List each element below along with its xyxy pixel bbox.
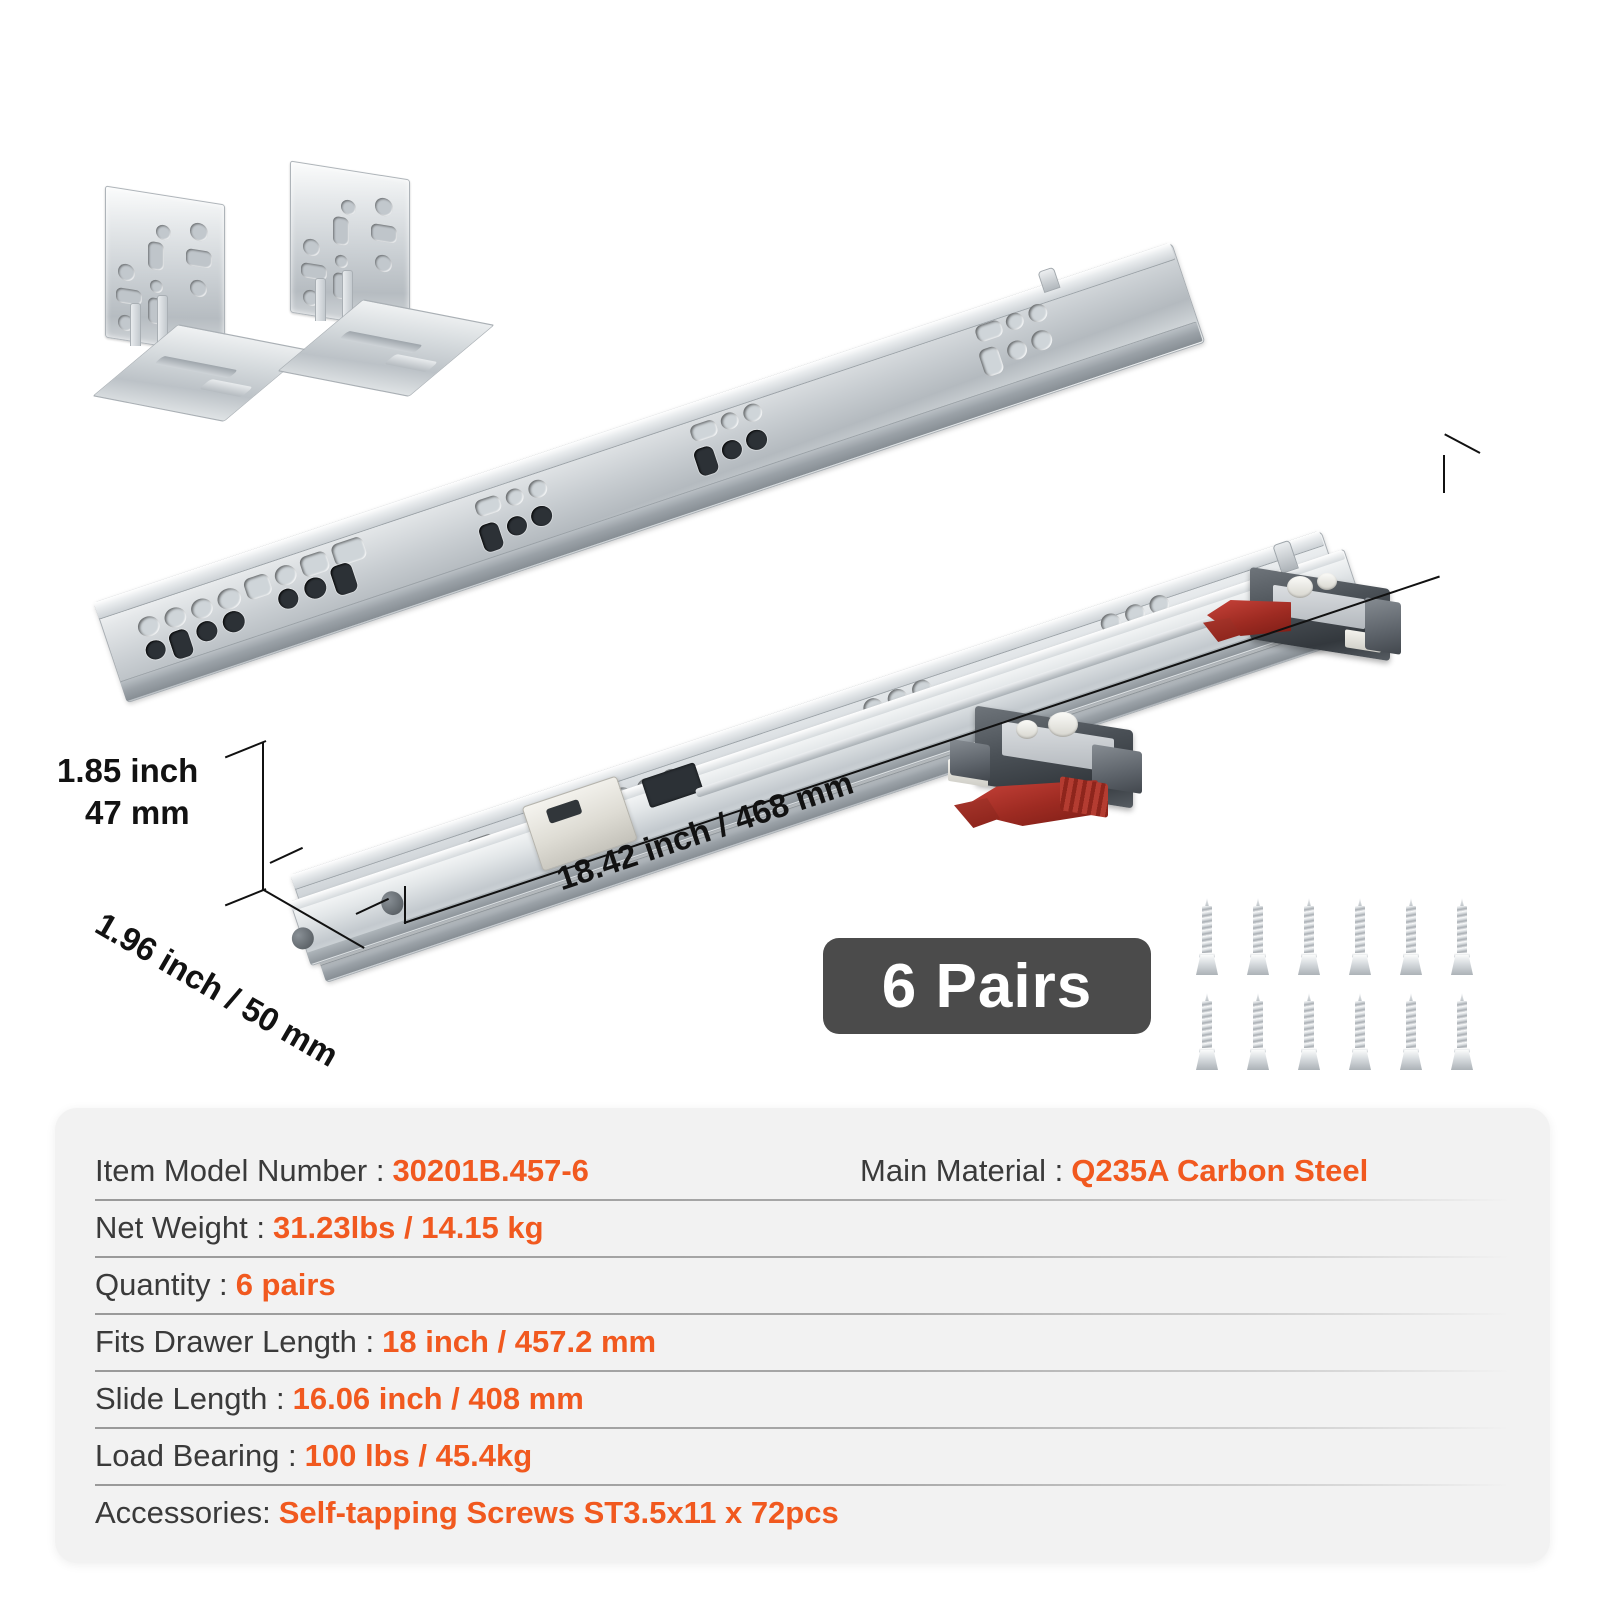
screw-icon xyxy=(1400,898,1422,984)
screw-icon xyxy=(1400,993,1422,1079)
spec-label: Quantity : xyxy=(95,1266,228,1302)
screw-icon xyxy=(1298,898,1320,984)
screw-icon xyxy=(1196,993,1218,1079)
screw-icon xyxy=(1247,898,1269,984)
screw-icon xyxy=(1451,993,1473,1079)
table-row: Fits Drawer Length : 18 inch / 457.2 mm xyxy=(55,1313,1550,1370)
screw-icon xyxy=(1349,898,1371,984)
table-row: Net Weight : 31.23lbs / 14.15 kg xyxy=(55,1199,1550,1256)
spec-value: 18 inch / 457.2 mm xyxy=(382,1323,657,1359)
table-row: Accessories: Self-tapping Screws ST3.5x1… xyxy=(55,1484,1550,1541)
spec-label-secondary: Main Material : xyxy=(860,1152,1064,1188)
spec-label: Fits Drawer Length : xyxy=(95,1323,375,1359)
spec-label: Accessories: xyxy=(95,1494,271,1530)
pairs-badge: 6 Pairs xyxy=(823,938,1151,1034)
l-bracket-icon xyxy=(92,185,310,425)
spec-value: 31.23lbs / 14.15 kg xyxy=(273,1209,544,1245)
dimension-height-line1: 1.85 inch xyxy=(57,752,199,789)
spec-value: 16.06 inch / 408 mm xyxy=(292,1380,584,1416)
pairs-badge-label: 6 Pairs xyxy=(881,951,1093,1021)
specification-list: Item Model Number : 30201B.457-6 Main Ma… xyxy=(55,1108,1550,1541)
spec-label: Load Bearing : xyxy=(95,1437,297,1473)
table-row: Slide Length : 16.06 inch / 408 mm xyxy=(55,1370,1550,1427)
spec-value: Self-tapping Screws ST3.5x11 x 72pcs xyxy=(278,1494,839,1530)
table-row: Load Bearing : 100 lbs / 45.4kg xyxy=(55,1427,1550,1484)
spec-label: Item Model Number : xyxy=(95,1152,385,1188)
locking-clip-icon xyxy=(940,700,1180,840)
screw-icon xyxy=(1298,993,1320,1079)
spec-value: 6 pairs xyxy=(235,1266,336,1302)
spec-value: 100 lbs / 45.4kg xyxy=(304,1437,533,1473)
table-row: Item Model Number : 30201B.457-6 Main Ma… xyxy=(55,1142,1550,1199)
screw-icon xyxy=(1349,993,1371,1079)
screw-icon xyxy=(1196,898,1218,984)
screw-icon xyxy=(1451,898,1473,984)
table-row: Quantity : 6 pairs xyxy=(55,1256,1550,1313)
product-photo-area: 1.85 inch 47 mm 1.96 inch / 50 mm 18.42 … xyxy=(57,160,1481,1079)
locking-clip-icon xyxy=(1195,566,1410,690)
dimension-height-line2: 47 mm xyxy=(85,794,190,831)
spec-label: Net Weight : xyxy=(95,1209,266,1245)
l-bracket-icon xyxy=(277,160,495,400)
specification-card: Item Model Number : 30201B.457-6 Main Ma… xyxy=(55,1108,1550,1563)
spec-value-secondary: Q235A Carbon Steel xyxy=(1071,1152,1369,1188)
spec-label: Slide Length : xyxy=(95,1380,285,1416)
spec-value: 30201B.457-6 xyxy=(392,1152,589,1188)
screw-icon xyxy=(1247,993,1269,1079)
